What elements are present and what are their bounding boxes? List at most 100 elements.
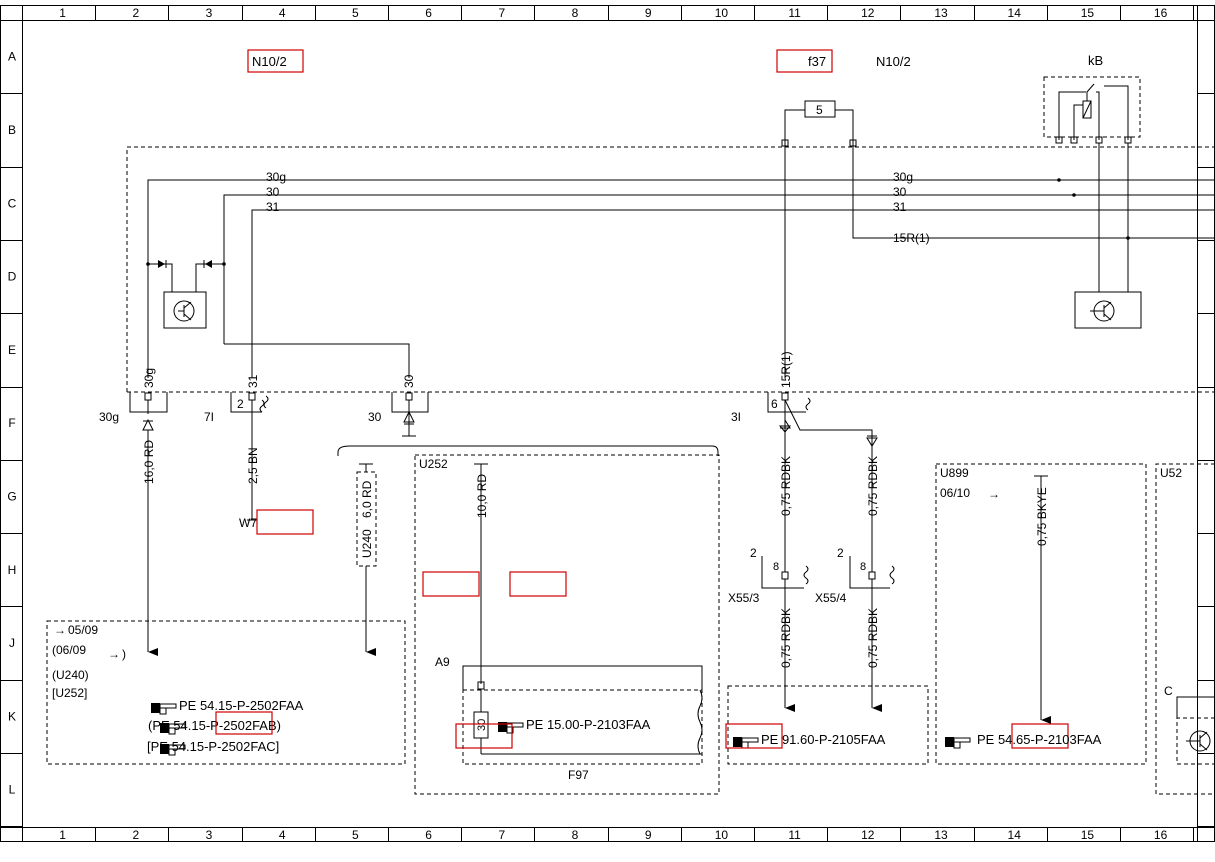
column-label-top-1: 1 [59, 6, 66, 20]
column-label-bottom-1: 1 [59, 828, 66, 842]
connector-x55-3-pin-2: 2 [750, 546, 757, 560]
column-label-bottom-11: 11 [788, 828, 801, 842]
component-label-kb: kB [1088, 53, 1103, 68]
wire-label-u240: U240 [360, 529, 374, 558]
column-label-top-3: 3 [206, 6, 213, 20]
relay-kb [1043, 76, 1141, 144]
column-label-top-14: 14 [1008, 6, 1022, 20]
row-label-G: G [7, 489, 16, 503]
wire-label-bkye: 0,75 BKYE [1035, 487, 1049, 546]
bus-label-30-right: 30 [893, 185, 907, 199]
row-label-E: E [8, 343, 16, 357]
fuse-pin-30: 30 [476, 719, 488, 731]
row-label-B: B [8, 123, 16, 137]
wire-label-25bn: 2,5 BN [246, 447, 260, 484]
pointing-hand-icon [498, 722, 524, 734]
pin-label-15r1-vertical: 15R(1) [779, 351, 793, 388]
highlight-box-2105faa [725, 723, 783, 749]
group-brace [337, 445, 719, 456]
row-label-C: C [8, 196, 17, 210]
highlight-box-w7 [256, 509, 314, 535]
bus-label-31-left: 31 [266, 200, 280, 214]
connector-label-x55-4: X55/4 [815, 591, 847, 605]
transistor-right-icon [1074, 291, 1142, 329]
component-label-n10-2-left: N10/2 [252, 54, 287, 69]
module-u52 [1155, 463, 1215, 795]
pointing-hand-icon [151, 703, 177, 715]
module-u899 [935, 463, 1147, 765]
module-label-u899: U899 [940, 466, 969, 480]
note-date-0609: (06/09 [52, 643, 86, 657]
component-label-f97: F97 [568, 768, 589, 782]
column-label-bottom-15: 15 [1081, 828, 1095, 842]
module-u252 [414, 454, 720, 795]
bus-label-30-left: 30 [266, 185, 280, 199]
reference-link-2105faa[interactable]: PE 91.60-P-2105FAA [761, 732, 886, 747]
connector-label-30: 30 [368, 410, 382, 424]
ground-label-w7: W7 [239, 516, 257, 530]
grid-frame [0, 5, 1215, 842]
connector-pin-6: 6 [771, 397, 778, 411]
highlight-box-u252-b [509, 571, 567, 597]
pointing-hand-icon [733, 737, 759, 749]
column-label-top-12: 12 [861, 6, 875, 20]
column-label-bottom-5: 5 [352, 828, 359, 842]
reference-link-2103faa-b[interactable]: PE 54.65-P-2103FAA [977, 732, 1102, 747]
reference-box-middle [727, 685, 929, 765]
row-label-L: L [9, 783, 16, 797]
pointing-hand-icon [945, 737, 971, 749]
column-label-top-7: 7 [498, 6, 505, 20]
note-close-paren: ) [122, 647, 126, 661]
column-label-bottom-8: 8 [572, 828, 579, 842]
connector-x55-4-pin-8: 8 [860, 561, 866, 573]
column-label-top-2: 2 [132, 6, 139, 20]
wire-label-16rd: 16,0 RD [142, 440, 156, 484]
module-label-u52: U52 [1160, 466, 1182, 480]
fuse-f97 [473, 689, 702, 755]
arrow-icon-0509: → [54, 623, 66, 637]
reference-link-2502fab[interactable]: (PE 54.15-P-2502FAB) [148, 718, 281, 733]
note-date-0509: 05/09 [68, 623, 98, 637]
row-label-D: D [8, 270, 17, 284]
connector-x55-4 [849, 556, 895, 712]
column-label-bottom-16: 16 [1154, 828, 1168, 842]
highlight-box-n10-2 [247, 49, 304, 73]
column-label-top-15: 15 [1081, 6, 1095, 20]
component-label-c: C [1164, 684, 1173, 698]
column-label-top-6: 6 [425, 6, 432, 20]
wires-rdbk [784, 462, 873, 572]
connector-30g [129, 392, 168, 431]
column-label-bottom-13: 13 [934, 828, 948, 842]
module-date-u899: 06/10 [940, 486, 970, 500]
highlight-box-2502fab [215, 711, 273, 735]
wire-label-rdbk-1: 0,75 RDBK [779, 456, 793, 516]
bus-label-31-right: 31 [893, 200, 907, 214]
pin-label-30g-vertical: 30g [142, 368, 156, 388]
reference-link-2502fac[interactable]: [PE 54.15-P-2502FAC] [147, 739, 279, 754]
reference-link-2502faa[interactable]: PE 54.15-P-2502FAA [179, 698, 304, 713]
component-label-f37: f37 [808, 54, 826, 69]
column-label-bottom-4: 4 [279, 828, 286, 842]
component-label-a9: A9 [435, 655, 450, 669]
connector-label-x55-3: X55/3 [728, 591, 760, 605]
pointing-hand-icon [160, 723, 186, 735]
connector-pin-2: 2 [237, 397, 244, 411]
column-label-top-8: 8 [572, 6, 579, 20]
component-label-n10-2-right: N10/2 [876, 54, 911, 69]
pointing-hand-icon [160, 744, 186, 756]
column-label-bottom-6: 6 [425, 828, 432, 842]
connector-label-3i: 3I [731, 410, 741, 424]
column-label-bottom-7: 7 [498, 828, 505, 842]
fuse-5: 5 [781, 100, 857, 147]
column-label-top-13: 13 [934, 6, 948, 20]
arrow-icon-0609: → [108, 647, 120, 661]
highlight-box-u252-a [422, 571, 480, 597]
reference-box-left [46, 620, 406, 765]
transistor-u52-icon [1186, 730, 1211, 752]
reference-link-2103faa-a[interactable]: PE 15.00-P-2103FAA [526, 717, 651, 732]
connector-x55-3-pin-8: 8 [773, 561, 779, 573]
pin-label-31-vertical: 31 [246, 374, 260, 388]
